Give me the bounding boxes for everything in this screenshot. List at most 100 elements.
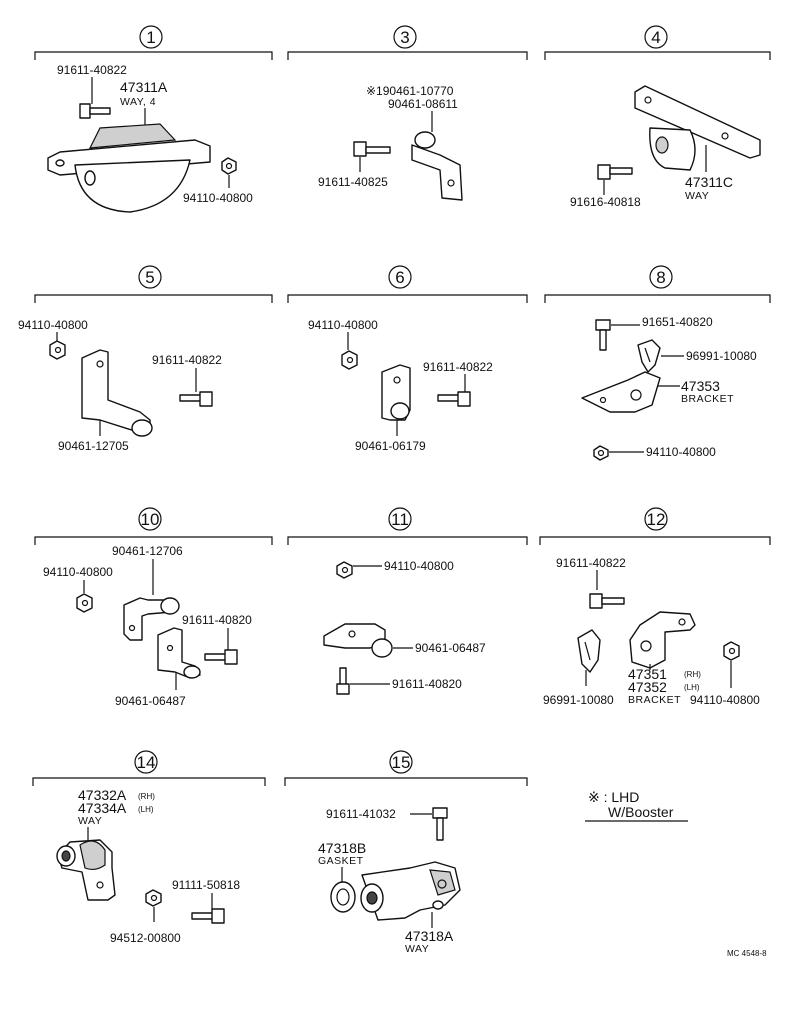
part-number: ※190461-10770 [366, 84, 454, 98]
clamp-bracket-icon [123, 597, 180, 641]
part-number: 47318B [318, 840, 366, 856]
section-8-number-circle [649, 265, 673, 289]
clamp-bracket-icon [323, 623, 393, 658]
nut-icon [341, 350, 358, 370]
way-tube-icon [360, 861, 461, 921]
part-number: 91611-40822 [57, 63, 127, 77]
section-15-number-circle [389, 750, 413, 774]
section-15-bracket [284, 777, 528, 786]
reference-code: MC 4548-8 [727, 949, 767, 958]
nut-icon [49, 340, 66, 360]
section-15-number: 15 [392, 753, 411, 772]
part-description: WAY [685, 190, 709, 202]
clamp-bracket-icon [411, 131, 463, 201]
section-5-bracket [34, 294, 273, 303]
section-14-number: 14 [137, 753, 156, 772]
part-number: 91611-40820 [182, 613, 252, 627]
clamp-bracket-icon [157, 627, 201, 679]
section-12: 12 91611-40822 47351 (RH) 47352 (LH) BRA… [539, 507, 771, 707]
section-8-bracket [544, 294, 771, 303]
section-4-number-circle [644, 25, 668, 49]
section-4-bracket [544, 51, 771, 60]
section-1: 1 91611-40822 47311A WAY, 4 94110-40800 [34, 25, 273, 213]
part-number: 91611-40822 [152, 353, 222, 367]
nut-icon [336, 561, 353, 579]
section-12-number-circle [644, 507, 668, 531]
section-10-number: 10 [141, 510, 160, 529]
section-1-number: 1 [146, 28, 155, 47]
part-number: 91111-50818 [172, 878, 240, 892]
bolt-icon [191, 908, 225, 924]
part-number: 91611-41032 [326, 807, 396, 821]
bracket-icon [581, 371, 661, 413]
section-4-number: 4 [651, 28, 660, 47]
section-6-number-circle [388, 265, 412, 289]
part-number: 90461-12705 [58, 439, 129, 453]
nut-icon [145, 889, 162, 907]
part-side: (RH) [684, 670, 701, 679]
section-14: 14 47332A (RH) 47334A (LH) WAY 91111-508… [32, 750, 266, 945]
part-number: 94110-40800 [308, 318, 378, 332]
part-number: 47353 [681, 378, 720, 394]
part-number: 90461-06487 [415, 641, 486, 655]
part-side: (RH) [138, 792, 155, 801]
section-11: 11 94110-40800 90461-06487 91611-40820 [287, 507, 528, 695]
part-number: 47352 [628, 679, 667, 695]
section-1-number-circle [139, 25, 163, 49]
section-14-bracket [32, 777, 266, 786]
part-number: 91611-40822 [556, 556, 626, 570]
part-number: 90461-06179 [355, 439, 426, 453]
bolt-icon [353, 141, 391, 157]
note-lhd: ※ : LHD [588, 789, 639, 805]
part-number: 47311A [120, 79, 168, 95]
part-description: BRACKET [628, 694, 681, 706]
part-number: 91651-40820 [642, 315, 713, 329]
section-14-number-circle [134, 750, 158, 774]
part-number: 94110-40800 [43, 565, 113, 579]
section-8-number: 8 [656, 268, 665, 287]
bolt-icon [79, 103, 111, 119]
section-12-number: 12 [647, 510, 666, 529]
way-rail-icon [634, 85, 761, 171]
part-description: GASKET [318, 855, 364, 867]
bolt-icon [437, 391, 471, 407]
part-description: WAY [78, 815, 102, 827]
section-1-bracket [34, 51, 273, 60]
part-number: 47351 [628, 666, 667, 682]
part-description: WAY, 4 [120, 96, 156, 108]
part-number: 90461-06487 [115, 694, 186, 708]
part-number: 47332A [78, 787, 127, 803]
part-number: 94512-00800 [110, 931, 181, 945]
part-number: 96991-10080 [543, 693, 614, 707]
part-number: 91611-40822 [423, 360, 493, 374]
section-11-number: 11 [391, 510, 409, 529]
section-5: 5 94110-40800 90461-12705 91611-40822 [18, 265, 273, 453]
gasket-icon [330, 881, 356, 913]
part-side: (LH) [684, 683, 700, 692]
part-number: 94110-40800 [384, 559, 454, 573]
clamp-bracket-icon [81, 349, 153, 437]
nut-icon [723, 641, 740, 661]
bracket-icon [629, 611, 696, 669]
part-number: 94110-40800 [18, 318, 88, 332]
bolt-icon [589, 593, 625, 609]
part-number: 91611-40825 [318, 175, 388, 189]
section-11-bracket [287, 536, 528, 545]
part-number: 47334A [78, 800, 127, 816]
section-6: 6 94110-40800 90461-06179 91611-40822 [287, 265, 528, 453]
note-booster: W/Booster [608, 804, 674, 820]
part-number: 47311C [685, 174, 733, 190]
part-number: 94110-40800 [646, 445, 716, 459]
section-5-number-circle [138, 265, 162, 289]
section-11-number-circle [388, 507, 412, 531]
bolt-icon [597, 164, 633, 180]
nut-icon [76, 593, 93, 613]
part-number: 90461-08611 [388, 97, 458, 111]
clamp-bracket-icon [381, 364, 411, 421]
way-clamp-icon [56, 839, 116, 901]
part-number: 96991-10080 [686, 349, 757, 363]
part-number: 91611-40820 [392, 677, 462, 691]
part-number: 91616-40818 [570, 195, 641, 209]
nut-icon [221, 157, 237, 175]
